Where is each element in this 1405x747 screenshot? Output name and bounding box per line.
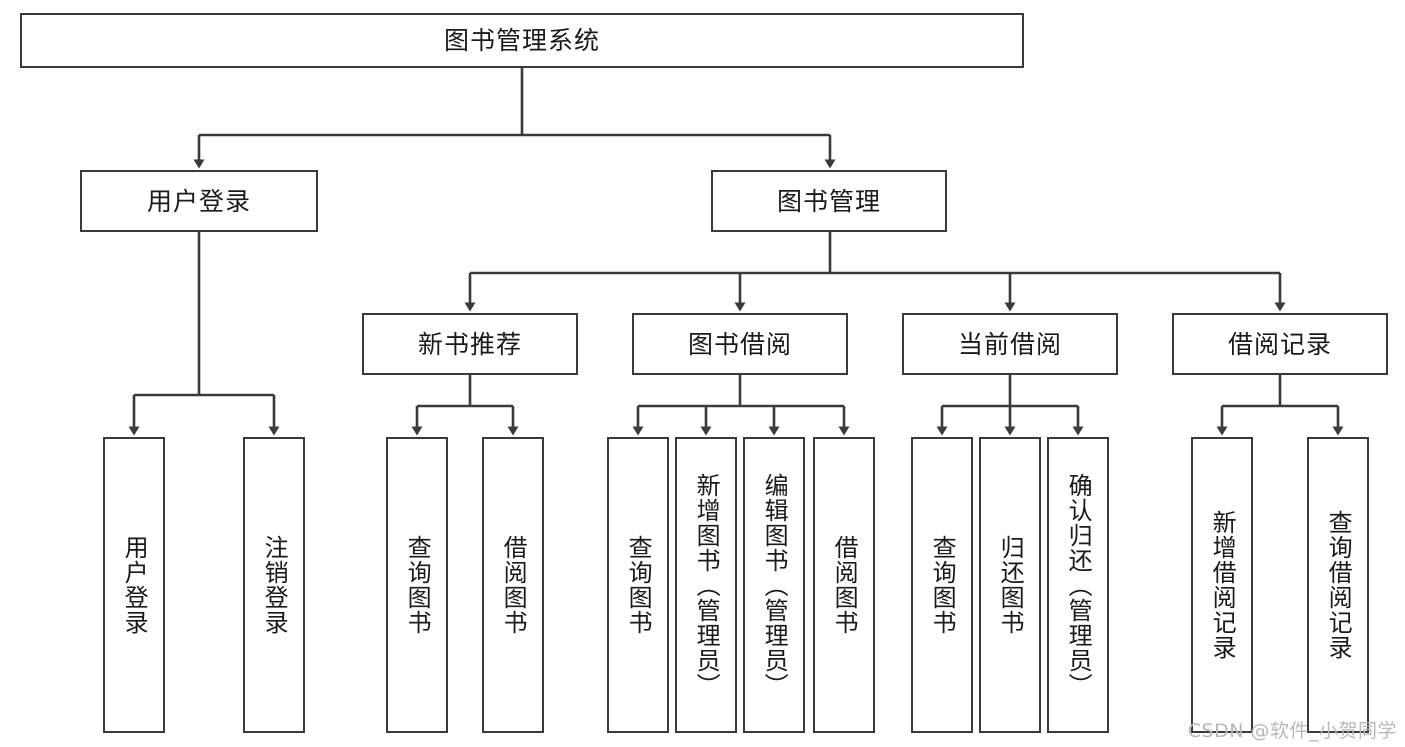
node-label: 借阅图书	[499, 535, 528, 635]
leaf-edit-book-admin[interactable]: 编辑图书（管理员）	[743, 437, 805, 733]
node-label: 编辑图书（管理员）	[760, 472, 789, 698]
node-current-borrow[interactable]: 当前借阅	[902, 313, 1118, 375]
leaf-query-book-recommend[interactable]: 查询图书	[386, 437, 448, 733]
leaf-borrow-book[interactable]: 借阅图书	[813, 437, 875, 733]
node-label: 归还图书	[996, 535, 1025, 635]
csdn-watermark: CSDN @软件_小贺同学	[1187, 720, 1397, 742]
node-label: 当前借阅	[957, 329, 1062, 359]
node-label: 图书借阅	[687, 329, 792, 359]
node-label: 确认归还（管理员）	[1064, 472, 1093, 698]
node-label: 查询图书	[403, 535, 432, 635]
node-label: 用户登录	[120, 535, 149, 635]
node-label: 借阅图书	[830, 535, 859, 635]
node-label: 新书推荐	[417, 329, 522, 359]
node-borrow-records[interactable]: 借阅记录	[1172, 313, 1388, 375]
leaf-add-book-admin[interactable]: 新增图书（管理员）	[675, 437, 737, 733]
node-root-system[interactable]: 图书管理系统	[20, 13, 1024, 68]
leaf-add-borrow-record[interactable]: 新增借阅记录	[1191, 437, 1253, 733]
node-label: 查询图书	[624, 535, 653, 635]
node-new-book-recommend[interactable]: 新书推荐	[362, 313, 578, 375]
node-label: 查询借阅记录	[1324, 510, 1353, 660]
node-user-login[interactable]: 用户登录	[80, 170, 318, 232]
leaf-user-login[interactable]: 用户登录	[103, 437, 165, 733]
node-label: 查询图书	[928, 535, 957, 635]
node-label: 借阅记录	[1227, 329, 1332, 359]
node-label: 新增借阅记录	[1208, 510, 1237, 660]
node-label: 新增图书（管理员）	[692, 472, 721, 698]
leaf-confirm-return-admin[interactable]: 确认归还（管理员）	[1047, 437, 1109, 733]
node-label: 用户登录	[146, 186, 251, 216]
node-label: 注销登录	[260, 535, 289, 635]
leaf-query-book-current[interactable]: 查询图书	[911, 437, 973, 733]
node-book-borrow[interactable]: 图书借阅	[632, 313, 848, 375]
leaf-borrow-book-recommend[interactable]: 借阅图书	[482, 437, 544, 733]
leaf-query-borrow-record[interactable]: 查询借阅记录	[1307, 437, 1369, 733]
leaf-logout[interactable]: 注销登录	[243, 437, 305, 733]
node-book-management[interactable]: 图书管理	[711, 170, 947, 232]
leaf-query-book-borrow[interactable]: 查询图书	[607, 437, 669, 733]
node-label: 图书管理系统	[443, 26, 600, 55]
leaf-return-book[interactable]: 归还图书	[979, 437, 1041, 733]
node-label: 图书管理	[776, 186, 881, 216]
